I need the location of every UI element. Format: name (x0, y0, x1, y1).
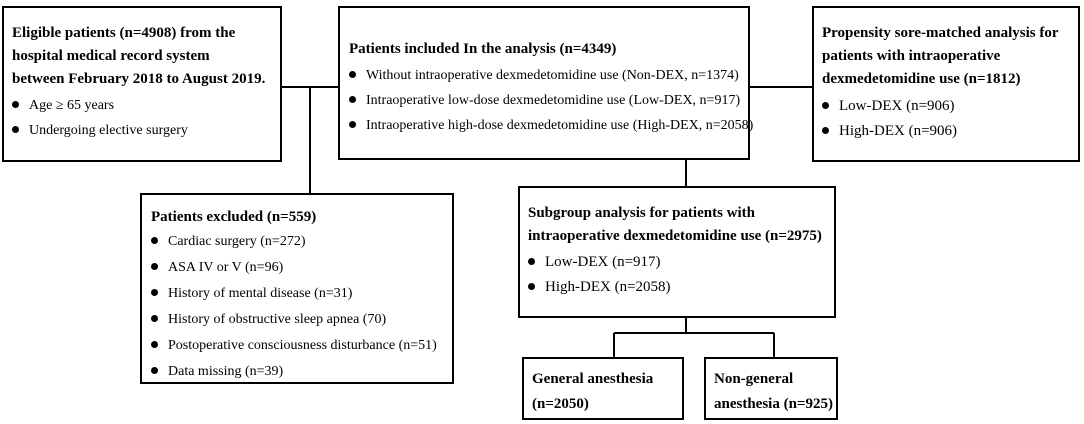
bullet-icon (151, 315, 158, 323)
propensity-title-line: patients with intraoperative (822, 48, 1001, 64)
subgroup-analysis-box: Subgroup analysis for patients with intr… (518, 186, 836, 318)
excluded-title: Patients excluded (n=559) (151, 209, 317, 225)
bullet-icon (528, 258, 535, 266)
nongeneral-title: Non-general anesthesia (n=925) (714, 367, 836, 417)
subgroup-title-line: intraoperative dexmedetomidine use (n=29… (528, 228, 822, 244)
list-item-text: Intraoperative low-dose dexmedetomidine … (366, 93, 741, 108)
bullet-icon (151, 341, 158, 349)
eligible-title-line: hospital medical record system (12, 48, 210, 64)
eligible-title-line: between February 2018 to August 2019. (12, 71, 266, 87)
bullet-icon (822, 102, 829, 110)
eligible-title-line: Eligible patients (n=4908) from the (12, 25, 236, 41)
list-item: Cardiac surgery (n=272) (151, 229, 452, 255)
propensity-analysis-box: Propensity sore-matched analysis for pat… (812, 6, 1080, 162)
list-item-text: Undergoing elective surgery (29, 123, 188, 138)
general-anesthesia-box: General anesthesia (n=2050) (522, 357, 684, 420)
general-title-line: General anesthesia (532, 371, 654, 387)
nongeneral-title-line: Non-general (714, 371, 794, 387)
subgroup-title-line: Subgroup analysis for patients with (528, 205, 756, 221)
list-item: History of mental disease (n=31) (151, 281, 452, 307)
bullet-icon (12, 126, 19, 134)
list-item: Low-DEX (n=917) (528, 250, 834, 275)
nongeneral-anesthesia-box: Non-general anesthesia (n=925) (704, 357, 838, 420)
bullet-icon (349, 96, 356, 104)
list-item-text: High-DEX (n=906) (839, 123, 958, 139)
bullet-icon (12, 101, 19, 109)
bullet-icon (349, 71, 356, 79)
list-item-text: Cardiac surgery (n=272) (168, 234, 306, 249)
list-item: Undergoing elective surgery (12, 118, 280, 143)
bullet-icon (151, 237, 158, 245)
list-item-text: Postoperative consciousness disturbance … (168, 338, 437, 353)
list-item-text: Without intraoperative dexmedetomidine u… (366, 68, 739, 83)
list-item: Age ≥ 65 years (12, 93, 280, 118)
included-patients-box: Patients included In the analysis (n=434… (338, 6, 753, 160)
bullet-icon (151, 289, 158, 297)
list-item-text: History of obstructive sleep apnea (70) (168, 312, 387, 327)
list-item: Low-DEX (n=906) (822, 94, 1078, 119)
list-item-text: Low-DEX (n=917) (545, 254, 661, 270)
bullet-icon (822, 127, 829, 135)
list-item: History of obstructive sleep apnea (70) (151, 307, 452, 333)
propensity-title-line: dexmedetomidine use (n=1812) (822, 71, 1021, 87)
bullet-icon (349, 121, 356, 129)
eligible-patients-box: Eligible patients (n=4908) from the hosp… (2, 6, 282, 162)
list-item-text: History of mental disease (n=31) (168, 286, 353, 301)
bullet-icon (528, 283, 535, 291)
propensity-title-line: Propensity sore-matched analysis for (822, 25, 1059, 41)
list-item-text: Data missing (n=39) (168, 364, 284, 379)
propensity-title: Propensity sore-matched analysis for pat… (822, 22, 1078, 91)
list-item: High-DEX (n=2058) (528, 275, 834, 300)
list-item: High-DEX (n=906) (822, 119, 1078, 144)
list-item-text: Intraoperative high-dose dexmedetomidine… (366, 118, 754, 133)
list-item: Postoperative consciousness disturbance … (151, 333, 452, 359)
included-title: Patients included In the analysis (n=434… (349, 41, 617, 57)
list-item-text: Age ≥ 65 years (29, 98, 115, 113)
eligible-title: Eligible patients (n=4908) from the hosp… (12, 22, 280, 91)
list-item: Without intraoperative dexmedetomidine u… (349, 63, 748, 88)
excluded-patients-box: Patients excluded (n=559) Cardiac surger… (140, 193, 454, 384)
list-item-text: Low-DEX (n=906) (839, 98, 955, 114)
bullet-icon (151, 367, 158, 375)
bullet-icon (151, 263, 158, 271)
subgroup-title: Subgroup analysis for patients with intr… (528, 202, 834, 248)
general-title: General anesthesia (n=2050) (532, 367, 682, 417)
list-item: ASA IV or V (n=96) (151, 255, 452, 281)
list-item: Intraoperative low-dose dexmedetomidine … (349, 88, 748, 113)
general-title-line: (n=2050) (532, 396, 589, 412)
list-item: Intraoperative high-dose dexmedetomidine… (349, 113, 753, 138)
list-item-text: ASA IV or V (n=96) (168, 260, 284, 275)
list-item-text: High-DEX (n=2058) (545, 279, 671, 295)
list-item: Data missing (n=39) (151, 359, 452, 385)
nongeneral-title-line: anesthesia (n=925) (714, 396, 833, 412)
